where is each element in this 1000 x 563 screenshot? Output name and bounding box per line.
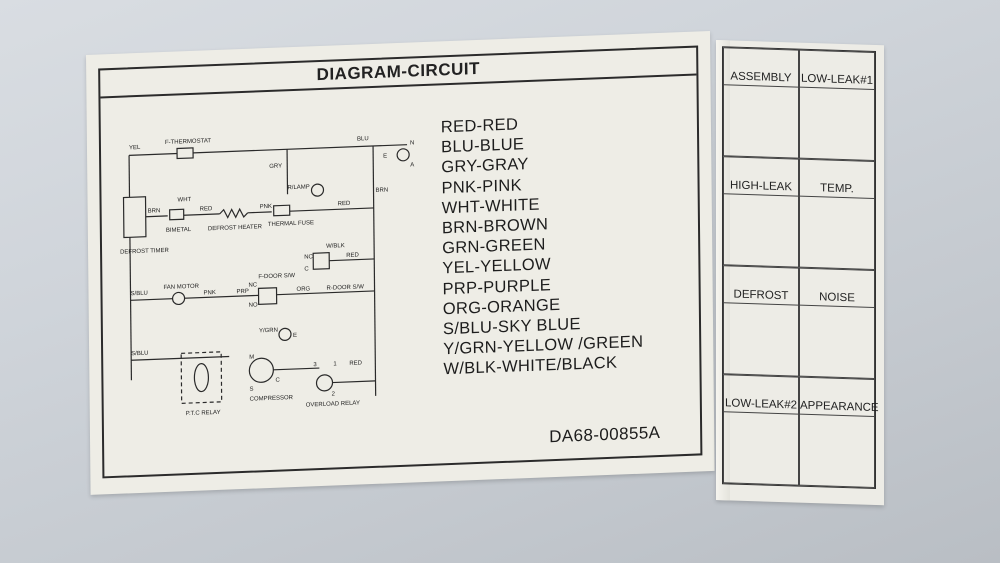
checklist-cell: LOW-LEAK#2 [723, 374, 799, 486]
circuit-label-red2: RED [338, 201, 351, 208]
circuit-label-one: 1 [333, 361, 337, 367]
checklist-cell: NOISE [799, 267, 875, 379]
circuit-label-e: E [383, 153, 387, 159]
circuit-label-brn: BRN [375, 187, 388, 193]
circuit-label-thermal-fuse: THERMAL FUSE [268, 220, 314, 228]
circuit-label-r-door-sw: R-DOOR S/W [327, 284, 365, 291]
checklist-label-temp: TEMP. [800, 181, 874, 199]
circuit-label-m: M [249, 355, 254, 361]
circuit-label-nc: NC [304, 254, 313, 260]
checklist-cell: TEMP. [799, 158, 875, 270]
circuit-label-red3: RED [346, 253, 359, 260]
circuit-label-org: ORG [297, 286, 311, 293]
circuit-label-ptc-relay: P.T.C RELAY [186, 410, 221, 417]
checklist-label-noise: NOISE [800, 290, 874, 308]
circuit-label-f-door-sw: F-DOOR S/W [258, 273, 295, 280]
circuit-label-e2: E [293, 333, 297, 339]
circuit-label-wblk: W/BLK [326, 243, 345, 250]
diagram-title: DIAGRAM-CIRCUIT [100, 45, 697, 99]
circuit-label-r-lamp: R/LAMP [287, 184, 309, 191]
circuit-label-blu: BLU [357, 136, 369, 142]
circuit-label-red1: RED [200, 206, 213, 213]
wire-color-legend: RED-RED BLU-BLUE GRY-GRAY PNK-PINK WHT-W… [441, 110, 644, 380]
checklist-grid: ASSEMBLY LOW-LEAK#1 HIGH-LEAK TEMP. DEFR… [722, 46, 879, 490]
checklist-label-low-leak-1: LOW-LEAK#1 [800, 72, 874, 90]
circuit-label-fan-motor: FAN MOTOR [163, 284, 199, 291]
checklist-label-low-leak-2: LOW-LEAK#2 [724, 397, 798, 415]
checklist-label-appearance: APPEARANCE [800, 399, 879, 417]
checklist-cell: ASSEMBLY [723, 47, 799, 159]
circuit-label-sblu1: S/BLU [130, 291, 147, 298]
checklist-cell: DEFROST [723, 265, 799, 377]
circuit-label-defrost-heater: DEFROST HEATER [208, 224, 263, 232]
circuit-label-yel: YEL [129, 145, 141, 151]
circuit-label-bimetal: BIMETAL [166, 227, 192, 234]
circuit-label-s: S [250, 387, 254, 393]
circuit-label-no: NO [249, 302, 258, 308]
circuit-label-wht: WHT [178, 197, 192, 204]
circuit-label-compressor: COMPRESSOR [250, 395, 294, 403]
circuit-label-n: N [410, 140, 414, 146]
part-number: DA68-00855A [549, 422, 661, 447]
circuit-label-f-thermostat: F-THERMOSTAT [165, 138, 211, 146]
circuit-label-overload-relay: OVERLOAD RELAY [306, 400, 360, 408]
circuit-label-nc2: NC [248, 282, 257, 288]
circuit-label-sblu2: S/BLU [131, 351, 148, 358]
circuit-diagram-label: DIAGRAM-CIRCUIT [86, 31, 715, 495]
circuit-label-red4: RED [349, 360, 362, 367]
circuit-label-three: 3 [313, 362, 317, 368]
checklist-label-defrost: DEFROST [724, 288, 798, 306]
checklist-label-high-leak: HIGH-LEAK [724, 179, 798, 197]
circuit-label-c1: C [304, 266, 309, 272]
circuit-label-prp: PRP [237, 289, 249, 295]
circuit-label-defrost-timer: DEFROST TIMER [120, 248, 169, 256]
circuit-label-a: A [410, 162, 414, 168]
circuit-label-brn2: BRN [148, 208, 161, 214]
circuit-label-pnk2: PNK [204, 290, 216, 296]
checklist-cell: HIGH-LEAK [723, 156, 799, 268]
circuit-schematic: YEL F-THERMOSTAT BLU N E A GRY R/LAMP BR… [120, 136, 414, 417]
circuit-label-gry: GRY [269, 163, 282, 169]
circuit-label-ygrn: Y/GRN [259, 328, 278, 335]
checklist-cell: LOW-LEAK#1 [799, 49, 875, 161]
diagram-frame: DIAGRAM-CIRCUIT [98, 45, 703, 479]
checklist-label-assembly: ASSEMBLY [724, 70, 798, 88]
checklist-cell: APPEARANCE [799, 376, 879, 488]
circuit-label-two: 2 [332, 391, 336, 397]
circuit-label-pnk: PNK [260, 204, 272, 210]
circuit-label-c2: C [275, 378, 280, 384]
inspection-checklist-label: ASSEMBLY LOW-LEAK#1 HIGH-LEAK TEMP. DEFR… [716, 40, 884, 506]
